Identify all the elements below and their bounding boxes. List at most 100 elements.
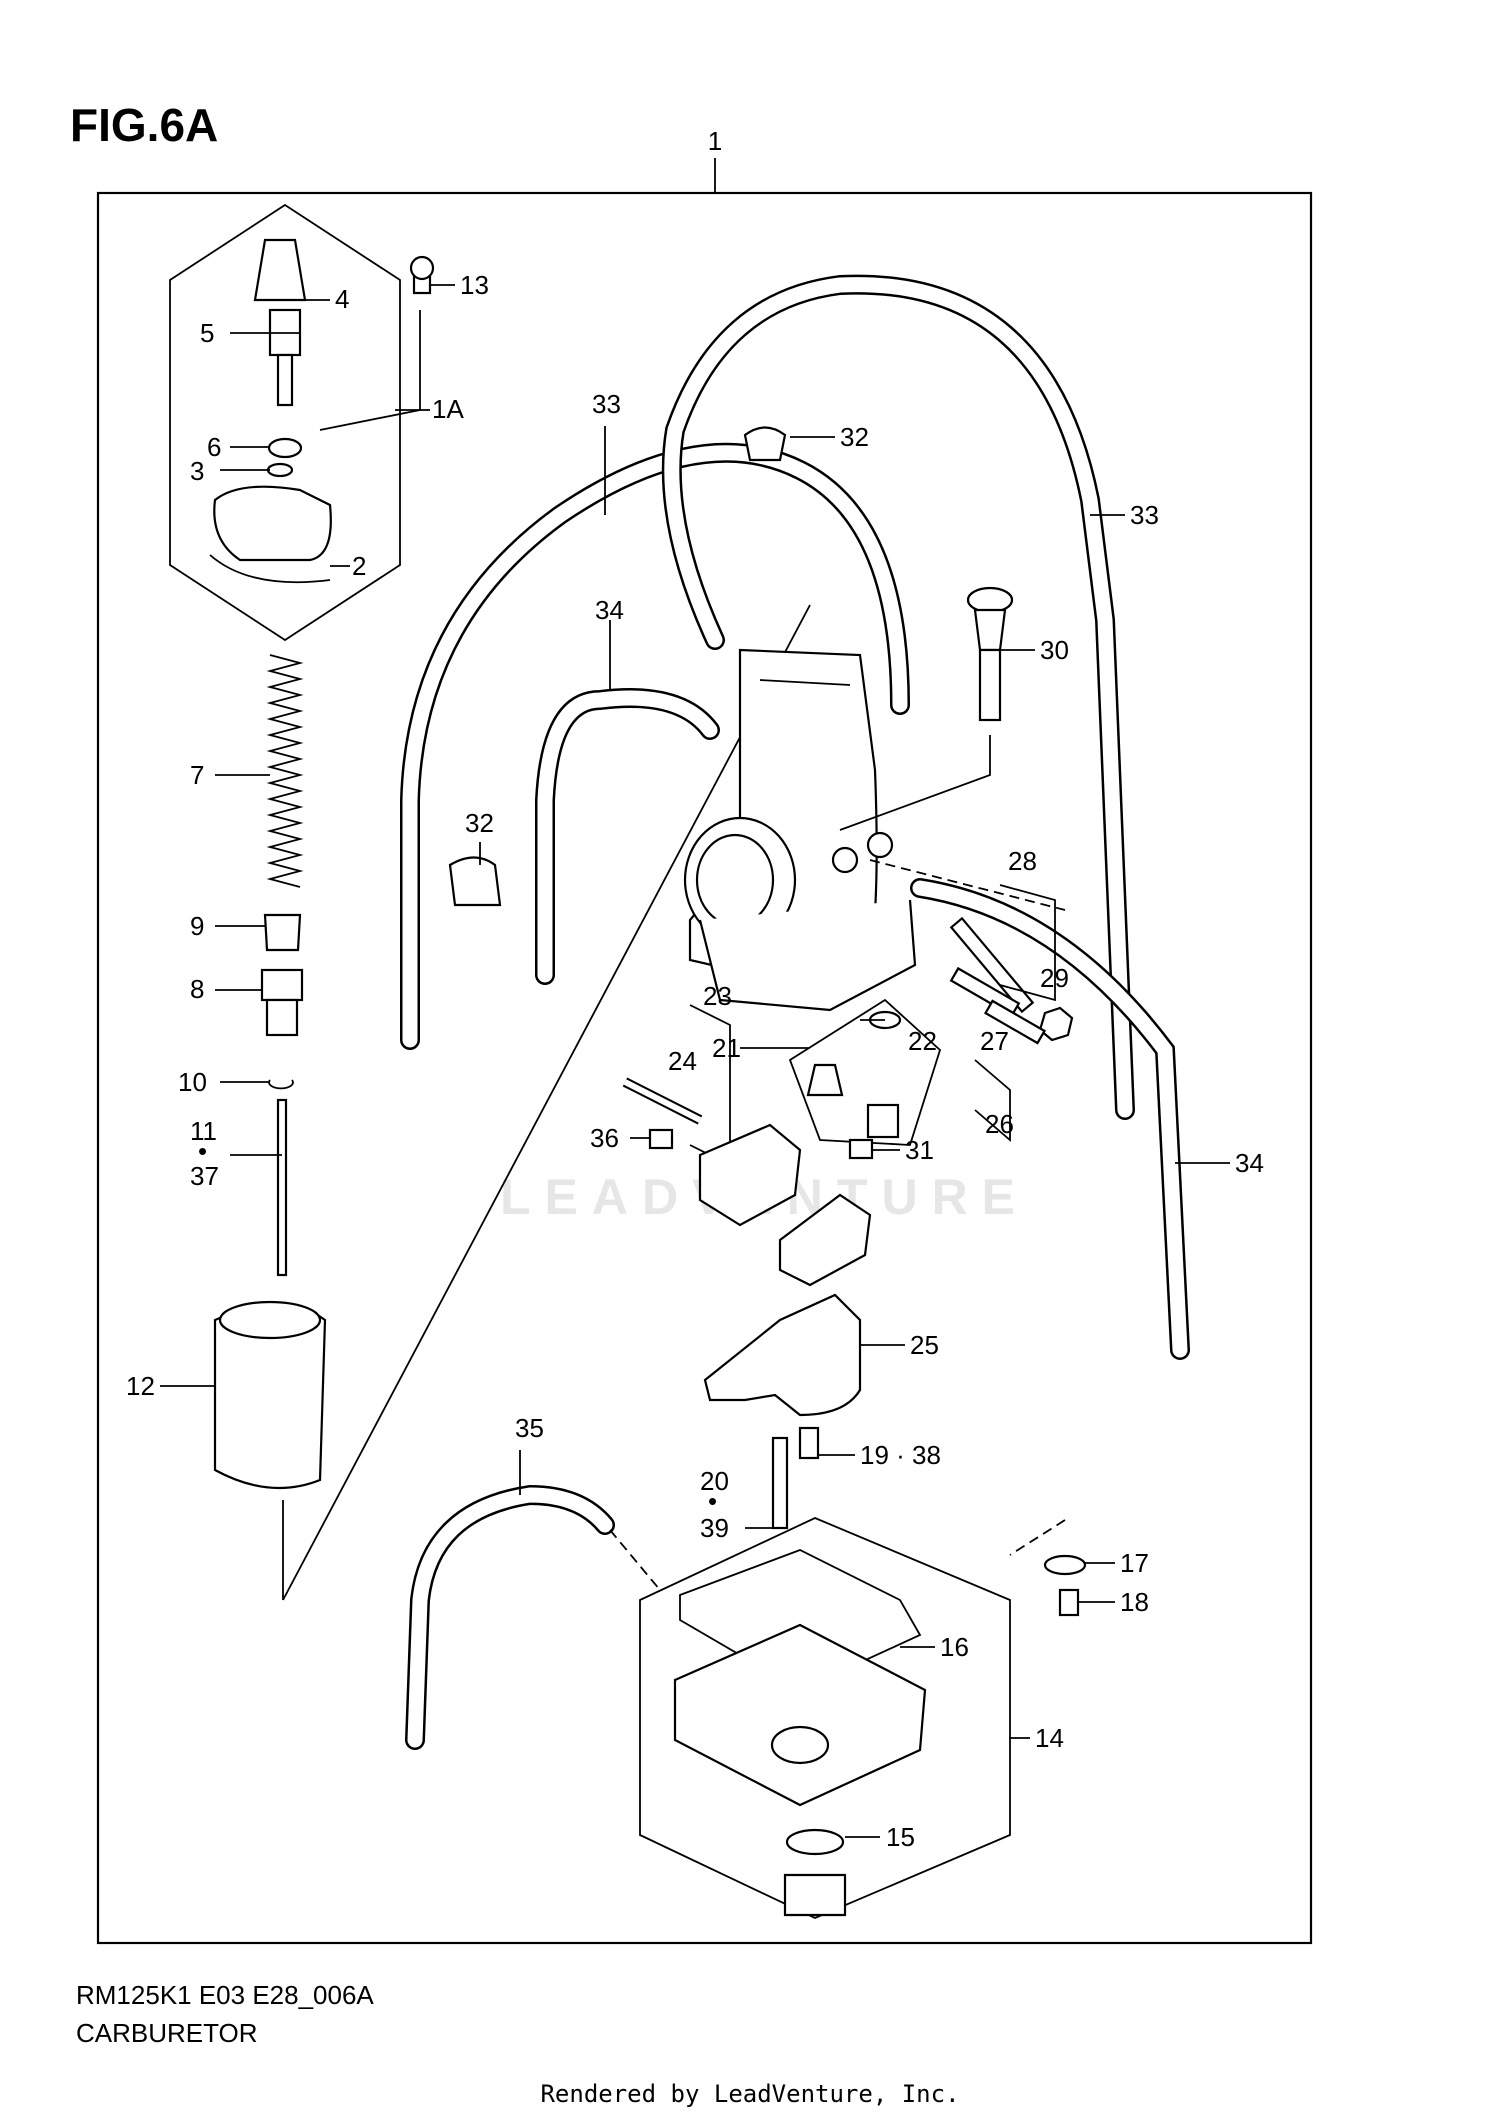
leader-body-valve (282, 604, 811, 1601)
callout-2: 2 (352, 551, 366, 581)
callout-7: 7 (190, 760, 204, 790)
part-6-nut (267, 437, 303, 459)
part-29-nut (1038, 1006, 1074, 1042)
leader-28-box (999, 884, 1056, 1002)
part-23-float-right (778, 1193, 872, 1287)
part-15-oring (785, 1828, 845, 1856)
callout-39: 39 (700, 1513, 729, 1543)
callout-19-38: 19 · 38 (860, 1440, 941, 1470)
part-16-gasket (679, 1549, 922, 1692)
callout-13: 13 (460, 270, 489, 300)
callout-1a: 1A (432, 394, 464, 424)
part-14-float-bowl (673, 1623, 927, 1807)
part-34-hose-right (910, 878, 1190, 1360)
part-19-main-jet (798, 1426, 820, 1460)
part-21-float-valve (806, 1063, 844, 1097)
callout-27: 27 (980, 1026, 1009, 1056)
callout-16: 16 (940, 1632, 969, 1662)
callout-1: 1 (708, 126, 722, 156)
leader-dashed-screws (869, 859, 1066, 911)
callout-34-right: 34 (1235, 1148, 1264, 1178)
leader-13-cover (319, 409, 421, 431)
part-8-holder (260, 968, 304, 1002)
leader-30 (839, 735, 991, 831)
leader-26-box (974, 1059, 1011, 1142)
callout-32-top: 32 (840, 422, 869, 452)
part-11-needle (276, 1098, 288, 1277)
part-21-seat (866, 1103, 900, 1139)
part-10-clip (268, 1079, 294, 1090)
part-36-screw (648, 1128, 674, 1150)
part-17-bracket (1043, 1554, 1087, 1576)
leader-dashed-35 (609, 1529, 661, 1591)
callout-14: 14 (1035, 1723, 1064, 1753)
part-15-plug (783, 1873, 847, 1917)
callout-33-left: 33 (592, 389, 621, 419)
callout-15: 15 (886, 1822, 915, 1852)
part-1a-top-cover (213, 485, 332, 562)
callout-24: 24 (668, 1046, 697, 1076)
callout-6: 6 (207, 432, 221, 462)
callout-35: 35 (515, 1413, 544, 1443)
part-30-shaft (978, 648, 1002, 722)
callout-11-dot: • (198, 1136, 207, 1166)
part-23-float-left (698, 1123, 802, 1227)
part-8-thread (265, 998, 299, 1037)
part-32-clip-top (743, 426, 787, 462)
callout-36: 36 (590, 1123, 619, 1153)
part-13-head (409, 255, 435, 281)
part-12-top (218, 1300, 322, 1340)
callout-32-left: 32 (465, 808, 494, 838)
assembly-frame (96, 191, 1313, 1945)
callout-26: 26 (985, 1109, 1014, 1139)
callout-10: 10 (178, 1067, 207, 1097)
callout-21: 21 (712, 1033, 741, 1063)
callout-8-9: 9 (190, 911, 204, 941)
callout-20-dot: • (708, 1486, 717, 1516)
callout-34-left: 34 (595, 595, 624, 625)
part-7-spring (266, 654, 304, 888)
callout-31: 31 (905, 1135, 934, 1165)
float-bowl-outline (639, 1517, 1011, 1919)
carburetor-body (683, 648, 917, 1012)
section-name: CARBURETOR (76, 2018, 258, 2048)
model-code: RM125K1 E03 E28_006A (76, 1980, 374, 2010)
part-34-hose-left (535, 688, 720, 985)
callout-28: 28 (1008, 846, 1037, 876)
part-9-seat (263, 913, 302, 952)
part-25-bracket (703, 1293, 862, 1417)
part-4-cap (253, 238, 307, 302)
callout-29: 29 (1040, 963, 1069, 993)
callout-18: 18 (1120, 1587, 1149, 1617)
callout-12: 12 (126, 1371, 155, 1401)
part-14-drain (770, 1725, 830, 1765)
callout-20: 20 (700, 1466, 729, 1496)
part-2-gasket (209, 554, 331, 584)
callout-8: 8 (190, 974, 204, 1004)
cap-kit-outline (169, 203, 401, 642)
figure-title: FIG.6A (70, 99, 219, 151)
part-18-screw (1058, 1588, 1080, 1617)
callout-11: 11 (190, 1116, 217, 1146)
callout-25: 25 (910, 1330, 939, 1360)
callout-30: 30 (1040, 635, 1069, 665)
callout-3: 3 (190, 456, 204, 486)
callout-37: 37 (190, 1161, 219, 1191)
callout-4: 4 (335, 284, 349, 314)
leader-dashed-17 (1009, 1519, 1066, 1556)
leader-23-box (689, 1004, 731, 1167)
callout-leaders (160, 284, 1230, 1838)
callout-23: 23 (703, 981, 732, 1011)
part-27-spring (949, 966, 1021, 1018)
part-5-thread (276, 353, 294, 407)
render-credit: Rendered by LeadVenture, Inc. (540, 2080, 960, 2108)
part-32-clip-left (448, 856, 502, 907)
callout-22: 22 (908, 1026, 937, 1056)
part-3-washer (266, 462, 294, 478)
callout-33-right: 33 (1130, 500, 1159, 530)
part-27-screw (984, 999, 1046, 1045)
callout-5: 5 (200, 318, 214, 348)
part-31-screw (848, 1138, 874, 1160)
callout-17: 17 (1120, 1548, 1149, 1578)
